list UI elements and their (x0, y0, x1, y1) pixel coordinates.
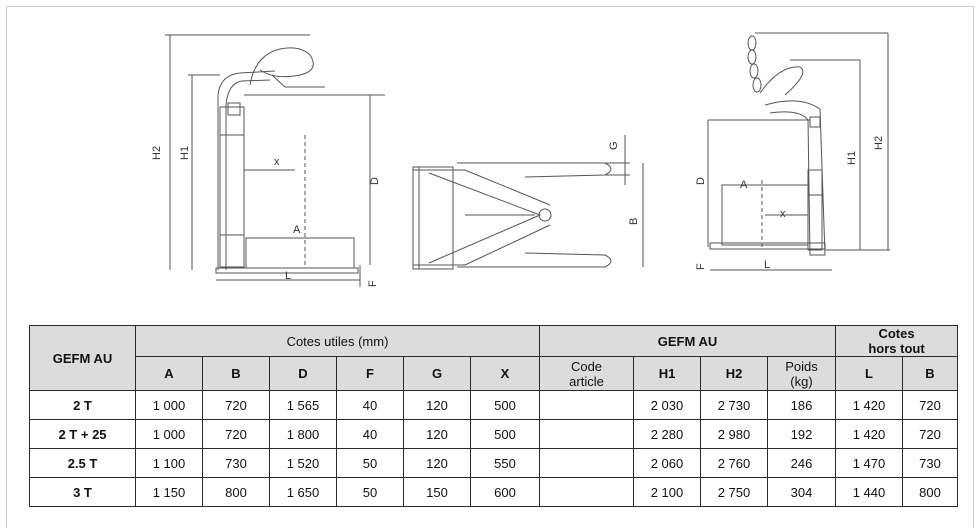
table-row: 2 T + 25 1 000 720 1 800 40 120 500 2 28… (29, 419, 958, 449)
svg-text:H1: H1 (179, 146, 191, 160)
col-b2-header: B (902, 356, 958, 391)
svg-text:B: B (628, 218, 640, 225)
svg-text:A: A (293, 224, 301, 236)
svg-text:D: D (695, 177, 707, 185)
gefm-au-header: GEFM AU (539, 325, 836, 357)
top-view-drawing: G B (412, 135, 644, 270)
other-view-drawing: H1 H2 D A x F L (695, 32, 890, 271)
svg-text:L: L (285, 270, 291, 282)
svg-text:H1: H1 (846, 151, 858, 165)
col-code-header: Code article (539, 356, 634, 391)
col-h2-header: H2 (700, 356, 768, 391)
col-l-header: L (835, 356, 903, 391)
model-header: GEFM AU (29, 325, 136, 391)
table-row: 2.5 T 1 100 730 1 520 50 120 550 2 060 2… (29, 448, 958, 478)
svg-text:L: L (764, 259, 770, 271)
col-b-header: B (202, 356, 270, 391)
spec-table: GEFM AU Cotes utiles (mm) GEFM AU Cotes … (29, 325, 958, 507)
col-d-header: D (269, 356, 337, 391)
table-row: 2 T 1 000 720 1 565 40 120 500 2 030 2 7… (29, 390, 958, 420)
side-view-drawing: H2 H1 x D A L F (151, 34, 385, 287)
hors-tout-header: Cotes hors tout (835, 325, 958, 357)
svg-text:D: D (369, 177, 381, 185)
cotes-utiles-header: Cotes utiles (mm) (135, 325, 540, 357)
svg-text:F: F (367, 280, 379, 287)
svg-text:x: x (274, 156, 280, 168)
col-poids-header: Poids (kg) (767, 356, 836, 391)
header-row-groups: GEFM AU Cotes utiles (mm) GEFM AU Cotes … (29, 325, 958, 391)
col-g-header: G (403, 356, 471, 391)
svg-text:H2: H2 (873, 136, 885, 150)
col-h1-header: H1 (633, 356, 701, 391)
svg-text:x: x (780, 208, 786, 220)
table-row: 3 T 1 150 800 1 650 50 150 600 2 100 2 7… (29, 477, 958, 507)
col-a-header: A (135, 356, 203, 391)
col-f-header: F (336, 356, 404, 391)
col-x-header: X (470, 356, 540, 391)
svg-text:F: F (695, 263, 707, 270)
svg-text:A: A (740, 179, 748, 191)
svg-text:G: G (608, 141, 620, 150)
svg-text:H2: H2 (151, 146, 163, 160)
header-row-columns: A B D F G X Code article H1 H2 Poids (kg… (30, 356, 958, 391)
